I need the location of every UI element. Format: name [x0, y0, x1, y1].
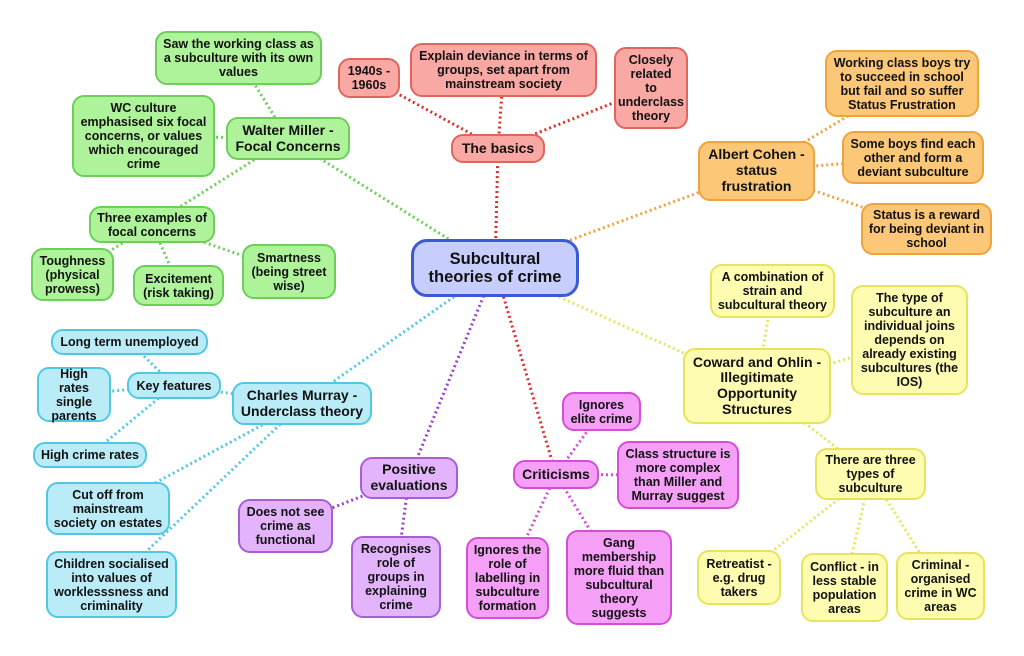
- basics-period: 1940s - 1960s: [338, 58, 400, 98]
- basics-hub: The basics: [451, 134, 545, 163]
- coward-combination: A combination of strain and subcultural …: [710, 264, 835, 318]
- miller-toughness: Toughness (physical prowess): [31, 248, 114, 301]
- murray-high-crime-rates: High crime rates: [33, 442, 147, 468]
- coward-type-of-subculture: The type of subculture an individual joi…: [851, 285, 968, 395]
- miller-focal-examples: Three examples of focal concerns: [89, 206, 215, 243]
- miller-excitement: Excitement (risk taking): [133, 265, 224, 306]
- coward-criminal: Criminal - organised crime in WC areas: [896, 552, 985, 620]
- connector-center-murray: [301, 266, 496, 405]
- coward-conflict: Conflict - in less stable population are…: [801, 553, 888, 622]
- miller-working-class: Saw the working class as a subculture wi…: [155, 31, 322, 85]
- connector-murray-u-child: [110, 402, 304, 586]
- positive-not-functional: Does not see crime as functional: [238, 499, 333, 553]
- criticism-labelling: Ignores the role of labelling in subcult…: [466, 537, 549, 619]
- murray-key-features: Key features: [127, 372, 221, 399]
- miller-hub: Walter Miller - Focal Concerns: [226, 117, 350, 160]
- positive-role-of-groups: Recognises role of groups in explaining …: [351, 536, 441, 618]
- coward-three-types: There are three types of subculture: [815, 448, 926, 500]
- murray-cut-off: Cut off from mainstream society on estat…: [46, 482, 170, 535]
- miller-smartness: Smartness (being street wise): [242, 244, 336, 299]
- murray-long-term-unemployed: Long term unemployed: [51, 329, 208, 355]
- murray-hub: Charles Murray - Underclass theory: [232, 382, 372, 425]
- central-topic: Subcultural theories of crime: [411, 239, 579, 297]
- cohen-hub: Albert Cohen - status frustration: [698, 141, 815, 201]
- coward-ohlin-hub: Coward and Ohlin - Illegitimate Opportun…: [683, 348, 831, 424]
- coward-retreatist: Retreatist - e.g. drug takers: [697, 550, 781, 605]
- miller-wc-culture: WC culture emphasised six focal concerns…: [72, 95, 215, 177]
- criticism-gang-membership: Gang membership more fluid than subcultu…: [566, 530, 672, 625]
- connector-center-crit: [493, 267, 558, 475]
- cohen-deviant-subculture: Some boys find each other and form a dev…: [842, 131, 984, 184]
- murray-children-socialised: Children socialised into values of workl…: [46, 551, 177, 618]
- connector-coward-y-three: [756, 384, 872, 476]
- murray-single-parents: High rates single parents: [37, 367, 111, 423]
- cohen-status-frustration: Working class boys try to succeed in sch…: [825, 50, 979, 117]
- basics-underclass-link: Closely related to underclass theory: [614, 47, 688, 129]
- criticism-class-structure: Class structure is more complex than Mil…: [617, 441, 739, 509]
- criticisms-hub: Criticisms: [513, 460, 599, 489]
- basics-definition: Explain deviance in terms of groups, set…: [410, 43, 597, 97]
- cohen-status-reward: Status is a reward for being deviant in …: [861, 203, 992, 255]
- positive-evaluations-hub: Positive evaluations: [360, 457, 458, 499]
- criticism-elite-crime: Ignores elite crime: [562, 392, 641, 431]
- connector-center-positive: [407, 267, 497, 479]
